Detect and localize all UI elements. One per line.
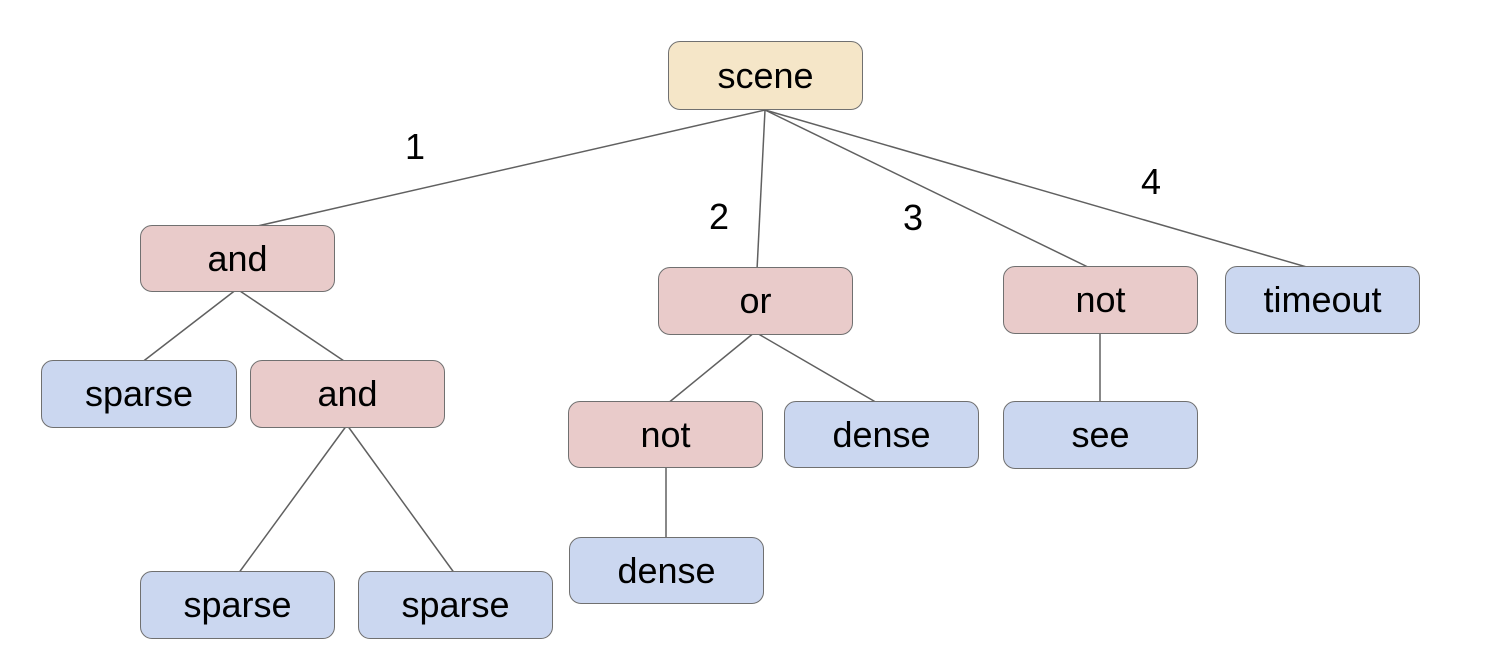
tree-node-not-1: not [568, 401, 763, 468]
tree-node-see: see [1003, 401, 1198, 469]
tree-node-and-2: and [250, 360, 445, 428]
edge-and-and [236, 288, 348, 364]
edge-label-4: 4 [1140, 161, 1162, 202]
tree-node-sparse-2: sparse [140, 571, 335, 639]
edge-scene-or [756, 109, 766, 271]
tree-node-dense-1: dense [784, 401, 979, 468]
tree-node-and-1: and [140, 225, 335, 292]
edge-label-1: 1 [404, 126, 426, 167]
edge-scene-not [764, 109, 1095, 271]
tree-node-sparse-1: sparse [41, 360, 237, 428]
edge-label-3: 3 [902, 197, 924, 238]
edge-or-not [666, 331, 756, 405]
edge-and2-sparse-right [346, 424, 456, 575]
tree-node-sparse-3: sparse [358, 571, 553, 639]
edge-and-sparse [140, 288, 238, 364]
edge-scene-timeout [764, 109, 1318, 271]
edge-scene-and [239, 109, 766, 231]
tree-node-scene: scene [668, 41, 863, 110]
tree-node-timeout: timeout [1225, 266, 1420, 334]
edge-and2-sparse-left [237, 424, 348, 575]
tree-node-dense-2: dense [569, 537, 764, 604]
tree-node-or-1: or [658, 267, 853, 335]
edge-or-dense [754, 331, 880, 405]
tree-node-not-2: not [1003, 266, 1198, 334]
edge-label-2: 2 [708, 196, 730, 237]
